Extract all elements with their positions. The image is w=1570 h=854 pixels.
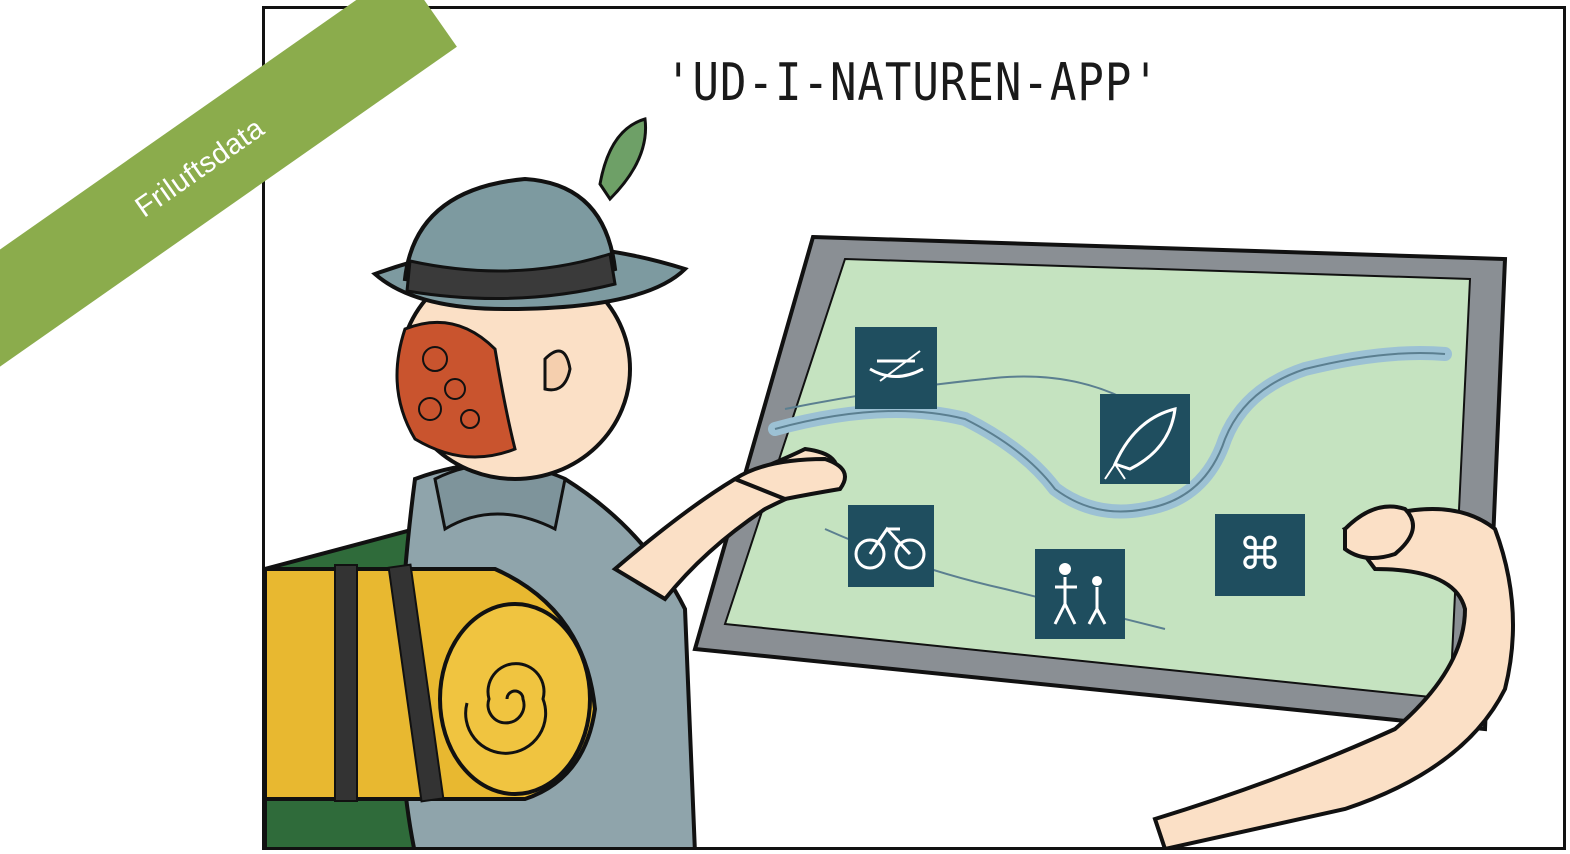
bedroll-end — [438, 602, 592, 796]
hat-band — [405, 252, 617, 301]
hair — [395, 320, 517, 459]
left-hand — [730, 456, 847, 502]
bicycle-icon — [848, 505, 934, 587]
bedroll-strap-2 — [387, 563, 445, 803]
hikers-icon — [1035, 549, 1125, 639]
cartoon-title: 'UD-I-NATUREN-APP' — [665, 53, 1160, 114]
canoe-icon — [855, 327, 937, 409]
sight-icon: ⌘ — [1215, 514, 1305, 596]
svg-text:⌘: ⌘ — [1238, 529, 1282, 580]
right-hand — [1343, 504, 1415, 560]
feather — [598, 117, 648, 202]
ribbon-label: Friluftsdata — [129, 111, 271, 224]
cartoon-scene: ⌘ — [265, 117, 1515, 847]
bedroll-strap-1 — [334, 564, 358, 802]
right-arm — [1152, 507, 1515, 847]
cartoon-frame: 'UD-I-NATUREN-APP' — [262, 6, 1566, 850]
ear — [543, 349, 572, 392]
bedroll-spiral — [464, 662, 548, 755]
map-trail-1 — [784, 375, 1126, 410]
fish-icon — [1100, 394, 1190, 484]
